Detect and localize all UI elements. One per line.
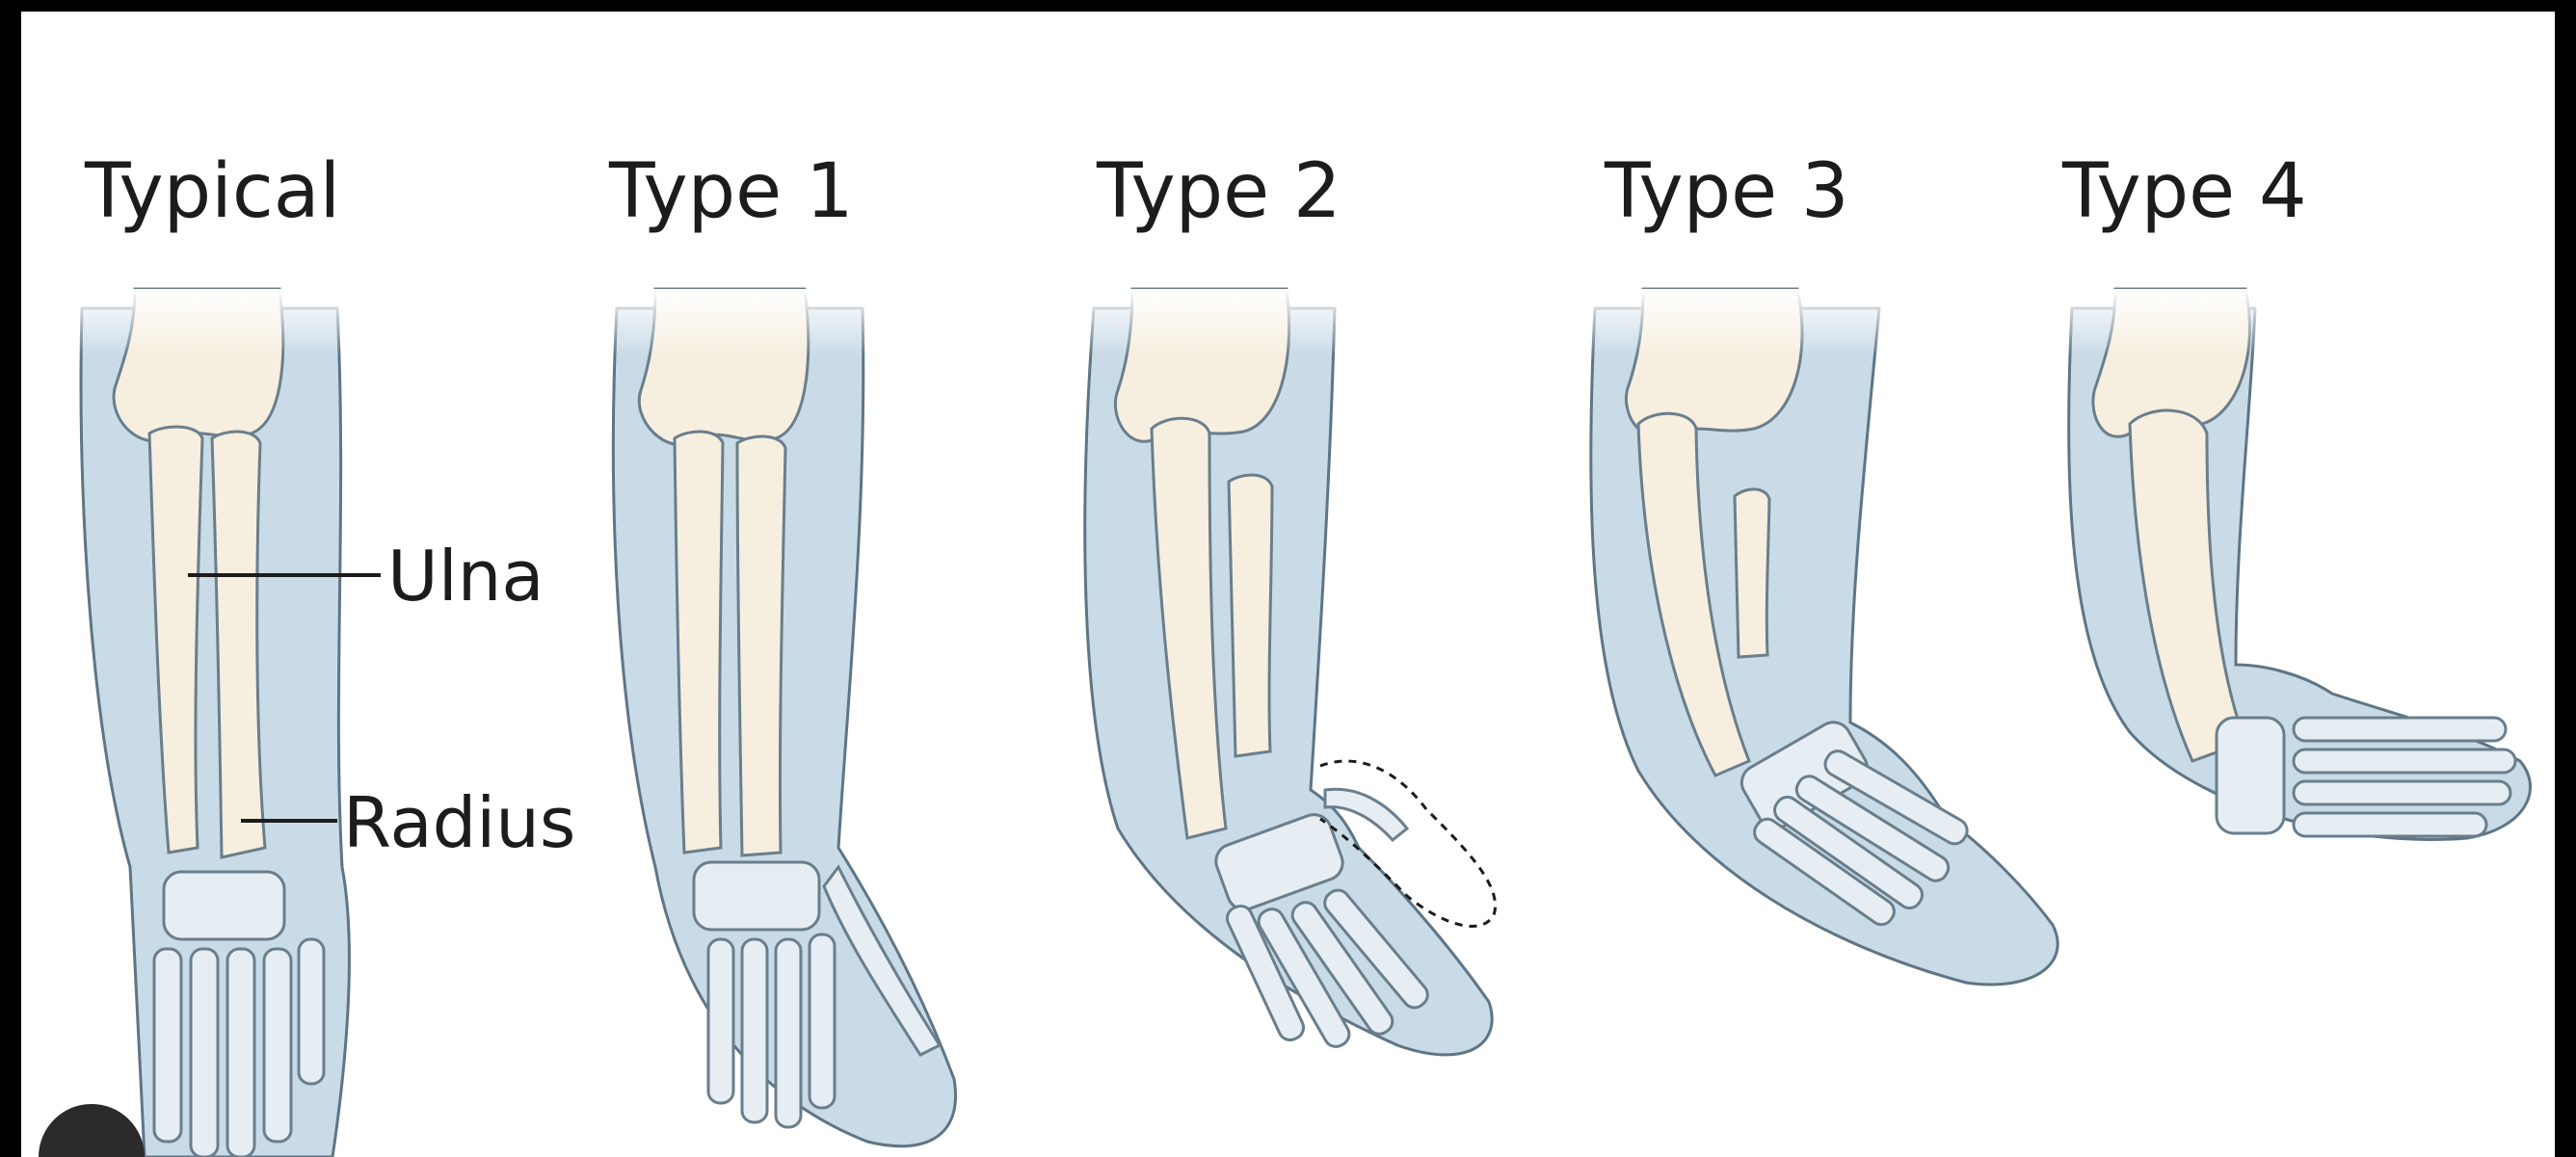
arm-type-1	[613, 289, 955, 1146]
frame-top	[0, 0, 2576, 12]
carpal-bones	[2217, 718, 2284, 833]
ulna-bone	[675, 432, 723, 853]
radius-remnant-bone	[1229, 475, 1272, 756]
radius-bone	[737, 436, 785, 855]
top-fade	[0, 289, 2576, 356]
arm-type-4	[2069, 289, 2531, 840]
corner-badge-shape	[39, 1104, 145, 1157]
frame-left	[0, 0, 21, 1157]
carpal-bones	[694, 862, 819, 930]
arm-typical	[81, 289, 381, 1157]
radius-remnant-bone	[1735, 489, 1769, 657]
arm-type-3	[1591, 289, 2058, 985]
carpal-bones	[164, 872, 284, 939]
label-ulna: Ulna	[387, 541, 544, 611]
frame-right	[2555, 0, 2576, 1157]
label-radius: Radius	[343, 788, 575, 857]
arm-type-2	[1085, 289, 1496, 1055]
radius-bone	[212, 432, 265, 857]
